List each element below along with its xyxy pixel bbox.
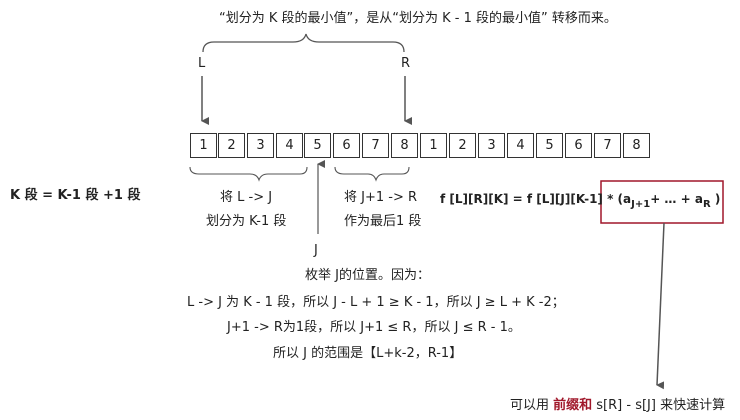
right-group-line1: 将 J+1 -> R xyxy=(344,190,418,205)
array-cell: 5 xyxy=(304,133,331,158)
array-cell: 2 xyxy=(449,133,476,158)
header-text: “划分为 K 段的最小值”，是从“划分为 K - 1 段的最小值” 转移而来。 xyxy=(219,11,617,26)
k-split-label: K 段 = K-1 段 +1 段 xyxy=(10,188,141,203)
explain-line3: J+1 -> R为1段，所以 J+1 ≤ R，所以 J ≤ R - 1。 xyxy=(227,320,521,335)
array-cell: 4 xyxy=(276,133,303,158)
marker-l: L xyxy=(198,56,206,71)
formula-middle: + … + a xyxy=(650,192,703,206)
array-cell: 7 xyxy=(362,133,389,158)
array-cell: 3 xyxy=(247,133,274,158)
marker-r: R xyxy=(401,56,411,71)
array-cell: 5 xyxy=(536,133,563,158)
explain-line1: 枚举 J的位置。因为： xyxy=(305,268,430,283)
formula-suffix: ) xyxy=(710,192,721,206)
array-cell: 4 xyxy=(507,133,534,158)
footer-note: 可以用 前缀和 s[R] - s[J] 来快速计算 xyxy=(510,398,725,414)
formula-sub-end: R xyxy=(702,199,711,210)
left-group-line2: 划分为 K-1 段 xyxy=(206,214,287,229)
formula-prefix: f [L][R][K] = f [L][J][K-1] * (a xyxy=(440,192,632,206)
array-cell: 8 xyxy=(391,133,418,158)
array-cell: 2 xyxy=(218,133,245,158)
array-cell: 6 xyxy=(565,133,592,158)
array-cell: 8 xyxy=(623,133,650,158)
array-cell: 7 xyxy=(594,133,621,158)
explain-line4: 所以 J 的范围是【L+k-2，R-1】 xyxy=(273,346,463,361)
explain-line2: L -> J 为 K - 1 段，所以 J - L + 1 ≥ K - 1，所以… xyxy=(187,295,565,310)
array-cell: 1 xyxy=(190,133,217,158)
array-cell: 1 xyxy=(420,133,447,158)
right-group-line2: 作为最后1 段 xyxy=(344,214,422,229)
left-group-brace xyxy=(189,166,308,182)
marker-j: J xyxy=(314,243,318,258)
left-group-line1: 将 L -> J xyxy=(220,190,273,205)
footer-suffix: s[R] - s[J] 来快速计算 xyxy=(592,398,726,413)
prefix-sum-arrow xyxy=(656,222,665,390)
top-brace xyxy=(202,33,405,53)
array-cell: 6 xyxy=(333,133,360,158)
sum-highlight-box xyxy=(600,180,724,224)
formula-sub-start: J+1 xyxy=(631,199,651,210)
array-cell: 3 xyxy=(478,133,505,158)
footer-prefix: 可以用 xyxy=(510,398,554,413)
right-group-brace xyxy=(334,166,410,182)
footer-highlight: 前缀和 xyxy=(553,398,593,413)
dp-formula: f [L][R][K] = f [L][J][K-1] * (aJ+1+ … +… xyxy=(440,191,720,213)
